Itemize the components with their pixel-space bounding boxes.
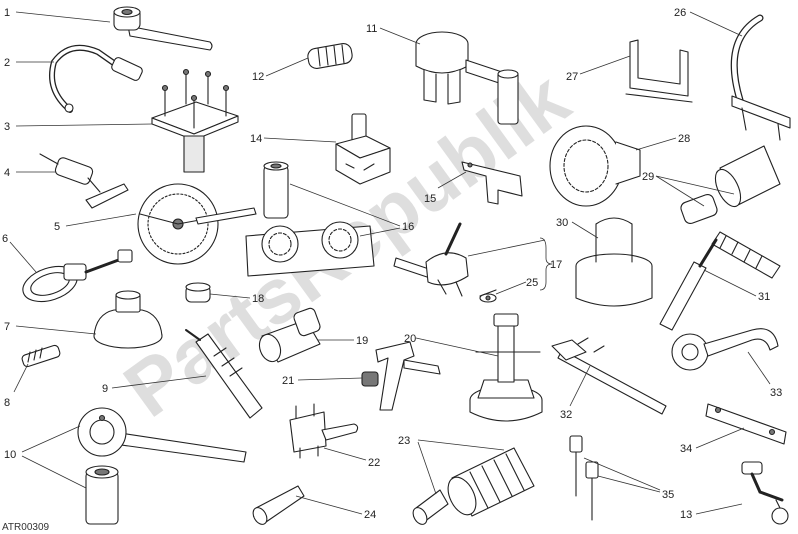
tool-12-sleeve[interactable] xyxy=(307,42,354,69)
tool-17-tensioner[interactable] xyxy=(393,222,469,297)
tool-34-locking-plate[interactable] xyxy=(705,403,787,445)
tool-28-splined-ring[interactable] xyxy=(549,125,641,207)
callout-26[interactable]: 26 xyxy=(674,7,686,19)
callout-12[interactable]: 12 xyxy=(252,71,264,83)
tool-11-clamp[interactable] xyxy=(415,31,519,125)
callout-23[interactable]: 23 xyxy=(398,435,410,447)
callout-17[interactable]: 17 xyxy=(550,259,562,271)
tool-6-strap-wrench[interactable] xyxy=(18,249,133,308)
callout-3[interactable]: 3 xyxy=(4,121,10,133)
tool-10-pin-spanner[interactable] xyxy=(77,407,247,525)
tool-13-hook[interactable] xyxy=(741,461,789,525)
tool-2-puller[interactable] xyxy=(49,44,144,113)
tool-22-gauge[interactable] xyxy=(289,403,359,459)
callout-30[interactable]: 30 xyxy=(556,217,568,229)
tool-4-t-handle[interactable] xyxy=(39,153,129,209)
tool-9-drift-rod[interactable] xyxy=(185,329,263,419)
callout-15[interactable]: 15 xyxy=(424,193,436,205)
callout-16[interactable]: 16 xyxy=(402,221,414,233)
callout-8[interactable]: 8 xyxy=(4,397,10,409)
callout-14[interactable]: 14 xyxy=(250,133,262,145)
tool-35-pins[interactable] xyxy=(569,435,599,521)
tool-31-handle[interactable] xyxy=(659,231,781,331)
callout-28[interactable]: 28 xyxy=(678,133,690,145)
tool-14-holder[interactable] xyxy=(335,113,391,185)
tool-1-socket-wrench[interactable] xyxy=(113,6,213,51)
tool-21-bracket[interactable] xyxy=(361,341,441,411)
callout-27[interactable]: 27 xyxy=(566,71,578,83)
callout-31[interactable]: 31 xyxy=(758,291,770,303)
tool-29-sleeves[interactable] xyxy=(679,145,781,225)
callout-18[interactable]: 18 xyxy=(252,293,264,305)
callout-4[interactable]: 4 xyxy=(4,167,10,179)
callout-29[interactable]: 29 xyxy=(642,171,654,183)
callout-35[interactable]: 35 xyxy=(662,489,674,501)
callout-22[interactable]: 22 xyxy=(368,457,380,469)
tool-7-dome-base[interactable] xyxy=(93,290,163,349)
callout-5[interactable]: 5 xyxy=(54,221,60,233)
tool-15-bracket[interactable] xyxy=(461,161,523,205)
tool-8-pin[interactable] xyxy=(21,344,61,368)
tool-26-curved-arm[interactable] xyxy=(730,14,791,141)
callout-20[interactable]: 20 xyxy=(404,333,416,345)
callout-33[interactable]: 33 xyxy=(770,387,782,399)
callout-labels: 1 2 3 4 5 6 7 8 9 10 11 12 13 14 15 16 1… xyxy=(2,7,782,521)
callout-32[interactable]: 32 xyxy=(560,409,572,421)
tool-32-spanner[interactable] xyxy=(551,337,667,415)
callout-9[interactable]: 9 xyxy=(102,383,108,395)
tool-24-cone[interactable] xyxy=(250,485,305,527)
tool-20-stand[interactable] xyxy=(469,313,543,422)
tool-23-knurled-handle[interactable] xyxy=(410,447,535,527)
leader-lines xyxy=(9,11,771,515)
callout-11[interactable]: 11 xyxy=(366,23,377,35)
tool-19-socket-sleeve[interactable] xyxy=(256,307,322,365)
callout-1[interactable]: 1 xyxy=(4,7,10,19)
callout-24[interactable]: 24 xyxy=(364,509,376,521)
tool-25-pin-disc[interactable] xyxy=(479,289,497,303)
callout-2[interactable]: 2 xyxy=(4,57,10,69)
callout-34[interactable]: 34 xyxy=(680,443,692,455)
callout-10[interactable]: 10 xyxy=(4,449,16,461)
tool-3-fixture[interactable] xyxy=(151,68,239,173)
tool-16-sockets[interactable] xyxy=(245,161,375,277)
tool-30-can[interactable] xyxy=(575,217,653,307)
tool-33-hook-wrench[interactable] xyxy=(671,328,779,371)
callout-21[interactable]: 21 xyxy=(282,375,294,387)
tool-18-cap[interactable] xyxy=(185,282,211,303)
callout-13[interactable]: 13 xyxy=(680,509,692,521)
callout-19[interactable]: 19 xyxy=(356,335,368,347)
callout-6[interactable]: 6 xyxy=(2,233,8,245)
tool-27-u-bracket[interactable] xyxy=(625,39,693,103)
tool-5-degree-wheel[interactable] xyxy=(137,183,257,265)
callout-7[interactable]: 7 xyxy=(4,321,10,333)
callout-25[interactable]: 25 xyxy=(526,277,538,289)
drawing-code: ATR00309 xyxy=(2,522,50,533)
